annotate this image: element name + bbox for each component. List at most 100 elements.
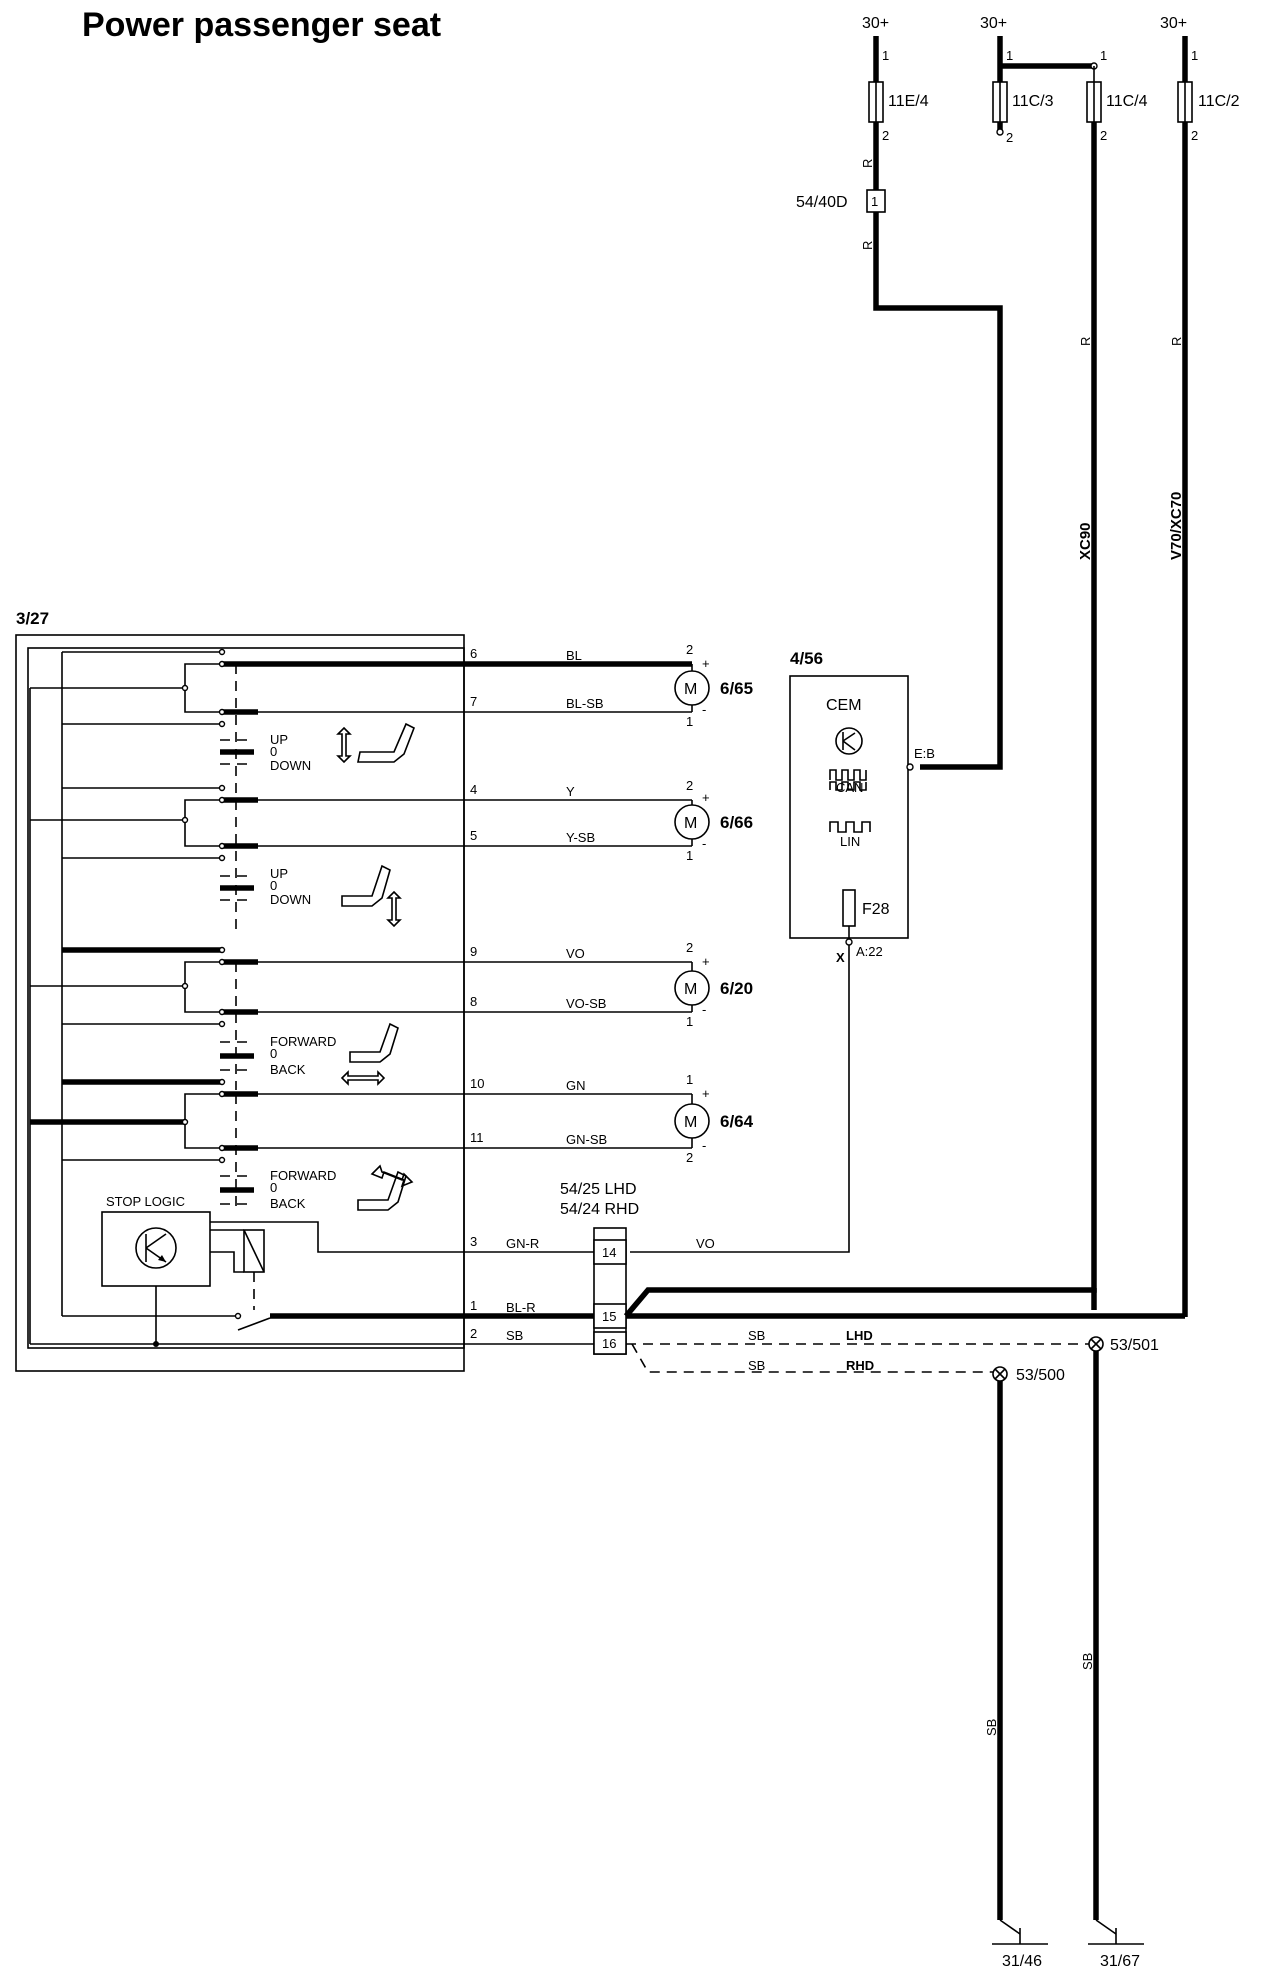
ground-31-67-label: 31/67 xyxy=(1100,1953,1140,1970)
fuse-11c2-pin1: 1 xyxy=(1191,48,1198,63)
wire-label-gn-sb: GN-SB xyxy=(566,1132,607,1147)
module-pin-9: 9 xyxy=(470,944,477,959)
module-pin-7: 7 xyxy=(470,694,477,709)
switch4-back: BACK xyxy=(270,1196,306,1211)
supply-label-3: 30+ xyxy=(1160,15,1187,32)
motor-6-64-m: M xyxy=(684,1114,697,1131)
variant-v70-label: V70/XC70 xyxy=(1168,492,1185,560)
seat-backrest-icon xyxy=(357,1164,414,1211)
switch-group-4: FORWARD 0 BACK xyxy=(30,1078,414,1211)
wire-label-bl: BL xyxy=(566,648,582,663)
fuse-11c3-label: 11C/3 xyxy=(1012,93,1054,110)
lin-wave-icon xyxy=(829,821,871,833)
module-pin-1: 1 xyxy=(470,1298,477,1313)
motor-6-20-m: M xyxy=(684,981,697,998)
wire-label-sb-ground-right: SB xyxy=(1080,1653,1095,1670)
cem-module: 4/56 CEM CAN LIN F28 X A:22 E:B VO xyxy=(630,649,935,1253)
cem-pin-a22: A:22 xyxy=(856,944,883,959)
motor-6-65-label: 6/65 xyxy=(720,679,753,698)
fuse-11c4-pin2: 2 xyxy=(1100,128,1107,143)
motor-6-65-pin-top: 2 xyxy=(686,642,693,657)
seat-module-label: 3/27 xyxy=(16,609,49,628)
motor-6-66-m: M xyxy=(684,815,697,832)
wire-label-bl-r: BL-R xyxy=(506,1300,536,1315)
motor-6-64-pin-top: 1 xyxy=(686,1072,693,1087)
module-pin-3: 3 xyxy=(470,1234,477,1249)
stop-logic-box xyxy=(101,1211,211,1287)
connector-54-40d-label: 54/40D xyxy=(796,194,848,211)
module-pin-10: 10 xyxy=(470,1076,484,1091)
motor-6-66-plus: + xyxy=(702,790,710,805)
page-title: Power passenger seat xyxy=(82,6,441,44)
ground-31-46-icon xyxy=(992,1919,1048,1945)
supply-label-1: 30+ xyxy=(862,15,889,32)
wire-label-y-sb: Y-SB xyxy=(566,830,595,845)
motor-6-64: M 1 2 + - 6/64 xyxy=(674,1072,754,1165)
fuse-11c3-pin1: 1 xyxy=(1006,48,1013,63)
stop-logic-block: STOP LOGIC xyxy=(101,1194,265,1347)
motor-wiring: 6 7 4 5 9 8 10 11 3 1 2 BL BL-SB Y Y-SB … xyxy=(258,646,693,1343)
motor-6-66-minus: - xyxy=(702,836,706,851)
wire-label-r-1: R xyxy=(860,159,875,168)
wire-label-r-3: R xyxy=(1078,337,1093,346)
wire-label-sb: SB xyxy=(506,1328,523,1343)
motor-6-20-minus: - xyxy=(702,1002,706,1017)
module-pin-8: 8 xyxy=(470,994,477,1009)
motor-6-66-label: 6/66 xyxy=(720,813,753,832)
splice-53-500-label: 53/500 xyxy=(1016,1367,1065,1384)
fuse-11c3-pin2: 2 xyxy=(1006,130,1013,145)
motor-6-65-plus: + xyxy=(702,656,710,671)
supply-section: 30+ 30+ 30+ 11E/4 1 2 11C/3 1 2 11C/4 1 … xyxy=(796,15,1240,1317)
wire-label-r-4: R xyxy=(1169,337,1184,346)
switch1-up: UP xyxy=(270,732,288,747)
motor-6-64-minus: - xyxy=(702,1138,706,1153)
cem-pin-x: X xyxy=(836,950,845,965)
lhd-label: LHD xyxy=(846,1328,873,1343)
seat-slide-icon xyxy=(340,1022,399,1086)
stop-logic-transistor-icon xyxy=(135,1227,177,1269)
seat-height-icon xyxy=(336,722,416,764)
switch-group-1: UP 0 DOWN xyxy=(30,648,416,800)
fuse-11c2-pin2: 2 xyxy=(1191,128,1198,143)
module-pin-4: 4 xyxy=(470,782,477,797)
motor-6-66-pin-bottom: 1 xyxy=(686,848,693,863)
fuse-11e4-label: 11E/4 xyxy=(888,93,929,110)
variant-xc90-label: XC90 xyxy=(1077,522,1094,560)
supply-label-2: 30+ xyxy=(980,15,1007,32)
cem-fuse-label: F28 xyxy=(862,901,890,918)
switch4-forward: FORWARD xyxy=(270,1168,336,1183)
connector-54-24-rhd: 54/24 RHD xyxy=(560,1201,639,1218)
motor-6-20-pin-top: 2 xyxy=(686,940,693,955)
switch3-zero: 0 xyxy=(270,1046,277,1061)
can-wave-icon xyxy=(829,769,867,781)
seat-module-inner xyxy=(27,647,465,1349)
seat-control-module: 3/27 UP 0 DOWN xyxy=(15,609,465,1372)
switch2-down: DOWN xyxy=(270,892,311,907)
wire-label-y: Y xyxy=(566,784,575,799)
wire-label-vo-sb: VO-SB xyxy=(566,996,606,1011)
fuse-11c2-label: 11C/2 xyxy=(1198,93,1240,110)
switch1-zero: 0 xyxy=(270,744,277,759)
switch1-down: DOWN xyxy=(270,758,311,773)
cem-can-label: CAN xyxy=(836,780,863,795)
ground-31-67-icon xyxy=(1088,1919,1144,1945)
switch3-back: BACK xyxy=(270,1062,306,1077)
switch2-up: UP xyxy=(270,866,288,881)
switch2-zero: 0 xyxy=(270,878,277,893)
cem-lin-label: LIN xyxy=(840,834,860,849)
fuse-11c4-pin1: 1 xyxy=(1100,48,1107,63)
cem-transistor-icon xyxy=(835,727,863,755)
ground-section: SB LHD 53/501 SB RHD 53/500 SB SB 31/46 xyxy=(626,1328,1159,1970)
wire-label-bl-sb: BL-SB xyxy=(566,696,604,711)
module-pin-2: 2 xyxy=(470,1326,477,1341)
module-pin-11: 11 xyxy=(470,1130,484,1145)
connector-54-40d-pin: 1 xyxy=(871,194,878,209)
connector-54-25-lhd: 54/25 LHD xyxy=(560,1181,637,1198)
wire-label-sb-ground-left: SB xyxy=(984,1719,999,1736)
motor-6-64-plus: + xyxy=(702,1086,710,1101)
wire-label-gn: GN xyxy=(566,1078,586,1093)
connector-pin-14: 14 xyxy=(602,1245,616,1260)
connector-pin-16: 16 xyxy=(602,1336,616,1351)
ground-31-46-label: 31/46 xyxy=(1002,1953,1042,1970)
